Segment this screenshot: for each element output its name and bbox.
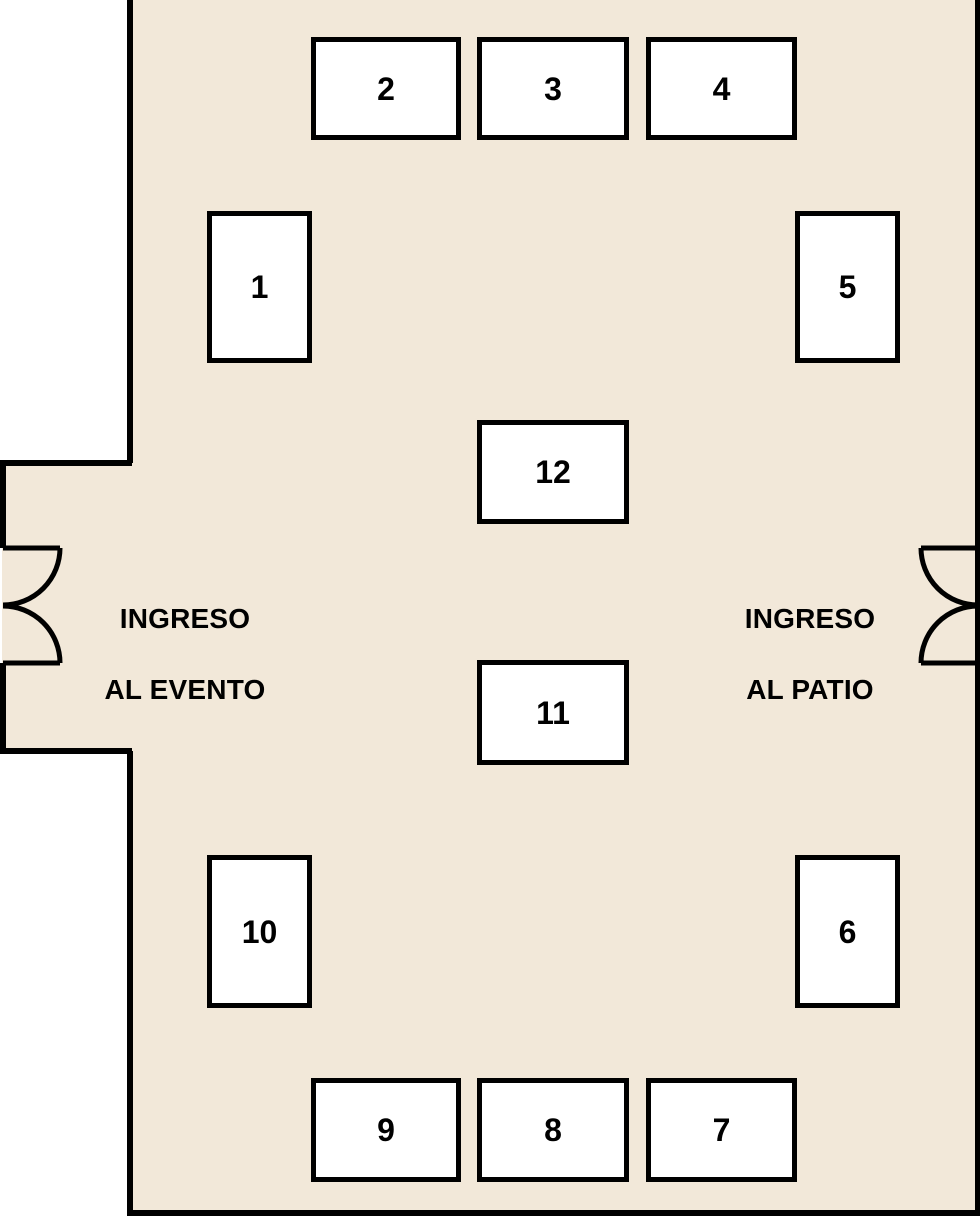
door-swing-arc-right-upper [918,547,979,608]
table-1[interactable]: 1 [207,211,312,363]
door-swing-arc-left-lower [2,603,63,664]
door-swing-arc-right-lower [918,603,979,664]
entrance-label-patio-line1: INGRESO [744,602,876,634]
table-number-label: 3 [544,70,562,107]
table-9[interactable]: 9 [311,1078,461,1182]
door-swing-arc-left-upper [2,547,63,608]
entrance-label-event-line1: INGRESO [119,602,251,634]
hall-wall-outline [127,0,980,1216]
table-number-label: 8 [544,1112,562,1148]
entrance-label-patio-line2: AL PATIO [746,674,874,706]
hall-floor [130,0,978,1213]
table-number-label: 11 [536,694,570,731]
table-8[interactable]: 8 [477,1078,629,1182]
table-number-label: 2 [377,70,395,107]
entrance-label-event-line2: AL EVENTO [104,674,266,706]
table-5[interactable]: 5 [795,211,900,363]
table-12[interactable]: 12 [477,420,629,524]
vestibule-wall-left [0,460,132,754]
table-number-label: 7 [712,1112,731,1148]
table-3[interactable]: 3 [477,37,629,140]
table-number-label: 6 [838,913,857,950]
table-number-label: 9 [377,1112,395,1148]
entrance-label-patio: INGRESO AL PATIO [700,565,920,744]
table-number-label: 12 [535,454,571,490]
entrance-label-event: INGRESO AL EVENTO [60,565,310,744]
table-number-label: 1 [250,269,269,305]
table-2[interactable]: 2 [311,37,461,140]
table-10[interactable]: 10 [207,855,312,1008]
table-number-label: 10 [241,913,278,950]
table-7[interactable]: 7 [646,1078,797,1182]
table-11[interactable]: 11 [477,660,629,765]
table-6[interactable]: 6 [795,855,900,1008]
table-number-label: 4 [712,70,731,107]
table-number-label: 5 [838,269,857,305]
vestibule-floor-left [2,462,132,752]
table-4[interactable]: 4 [646,37,797,140]
